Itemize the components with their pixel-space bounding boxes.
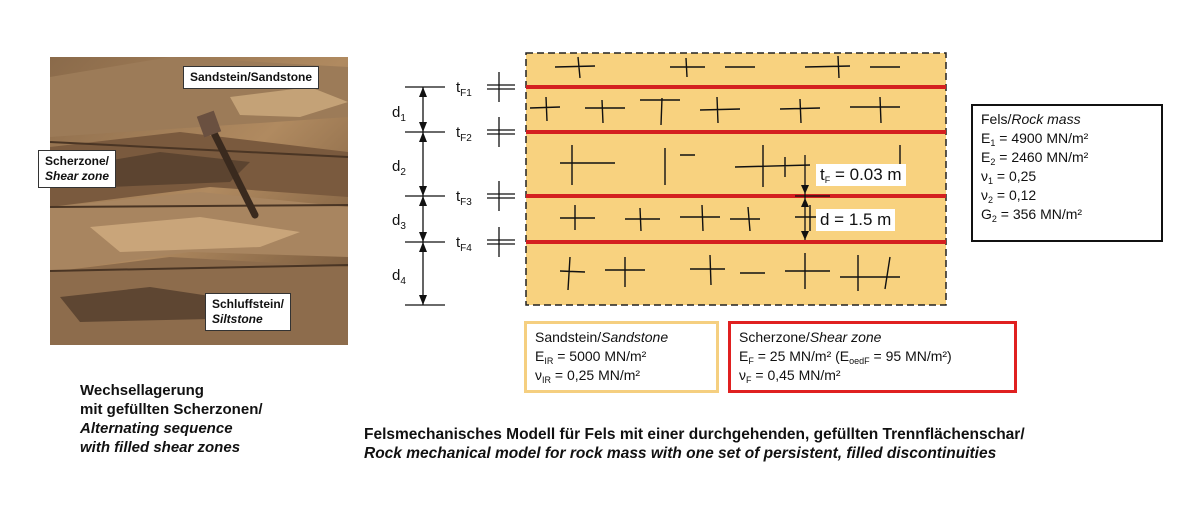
- rock-mass-nu1: ν1 = 0,25: [981, 168, 1037, 186]
- left-caption-line4: with filled shear zones: [80, 439, 241, 456]
- sandstone-box: Sandstein/Sandstone EIR = 5000 MN/m² νIR…: [524, 321, 719, 393]
- tf2-label: tF2: [456, 124, 472, 144]
- left-caption-line3: Alternating sequence: [80, 420, 233, 437]
- rock-photo-image: [50, 57, 348, 345]
- shear-zone-nu: νF = 0,45 MN/m²: [739, 367, 841, 385]
- bottom-caption-line2: Rock mechanical model for rock mass with…: [364, 445, 997, 462]
- d-dimension-arrows: [419, 87, 427, 305]
- tf1-label: tF1: [456, 79, 472, 99]
- d2-label: d2: [392, 158, 406, 178]
- bottom-caption: Felsmechanisches Modell für Fels mit ein…: [364, 425, 1025, 463]
- tf-markers: [487, 72, 515, 257]
- callout-shear-zone: Scherzone/ Shear zone: [38, 150, 117, 188]
- bottom-caption-line1: Felsmechanisches Modell für Fels mit ein…: [364, 426, 1025, 443]
- rock-mass-nu2: ν2 = 0,12: [981, 187, 1037, 205]
- inner-dimension: [795, 155, 830, 240]
- tf3-label: tF3: [456, 188, 472, 208]
- callout-shear-en: Shear zone: [45, 169, 110, 183]
- rock-mass-e1: E1 = 4900 MN/m²: [981, 130, 1089, 148]
- shear-zone-e: EF = 25 MN/m² (EoedF = 95 MN/m²): [739, 348, 952, 366]
- tf-value-sym: t: [820, 165, 825, 184]
- joint-lines: [529, 55, 901, 291]
- d3-label: d3: [392, 212, 406, 232]
- sandstone-title: Sandstein/Sandstone: [535, 329, 669, 345]
- shear-zone-title: Scherzone/Shear zone: [739, 329, 882, 345]
- callout-silt-de: Schluffstein/: [212, 297, 285, 311]
- shear-zone-2: [526, 130, 946, 134]
- d4-label: d4: [392, 267, 406, 287]
- rock-photo: [50, 57, 348, 345]
- d-value-text: d = 1.5 m: [820, 210, 892, 229]
- inner-dimension-arrows: [801, 185, 809, 240]
- rock-mass-box: Fels/Rock mass E1 = 4900 MN/m² E2 = 2460…: [971, 104, 1163, 242]
- rock-mass-e2: E2 = 2460 MN/m²: [981, 149, 1089, 167]
- shear-zone-3: [526, 194, 946, 198]
- left-caption: Wechsellagerung mit gefüllten Scherzonen…: [80, 381, 263, 457]
- rock-mass-title: Fels/Rock mass: [981, 111, 1081, 127]
- shear-zone-4: [526, 240, 946, 244]
- tf4-label: tF4: [456, 234, 472, 254]
- left-caption-line2: mit gefüllten Scherzonen/: [80, 401, 263, 418]
- callout-silt-en: Siltstone: [212, 312, 263, 326]
- callout-shear-de: Scherzone/: [45, 154, 110, 168]
- sandstone-nu: νIR = 0,25 MN/m²: [535, 367, 641, 385]
- tf-value-label: tF = 0.03 m: [816, 164, 906, 186]
- left-caption-line1: Wechsellagerung: [80, 382, 204, 399]
- sandstone-e: EIR = 5000 MN/m²: [535, 348, 647, 366]
- callout-sandstone: Sandstein/Sandstone: [183, 66, 320, 89]
- d-value-label: d = 1.5 m: [816, 209, 896, 231]
- callout-sandstone-text: Sandstein/Sandstone: [190, 70, 313, 84]
- tf-value-sub: F: [824, 175, 831, 185]
- shear-zone-1: [526, 85, 946, 89]
- shear-zone-box: Scherzone/Shear zone EF = 25 MN/m² (Eoed…: [728, 321, 1017, 393]
- d-dimension-lines: [405, 86, 445, 306]
- tf-value-rest: = 0.03 m: [830, 165, 902, 184]
- callout-siltstone: Schluffstein/ Siltstone: [205, 293, 292, 331]
- d1-label: d1: [392, 104, 406, 124]
- rock-mass-g2: G2 = 356 MN/m²: [981, 206, 1083, 224]
